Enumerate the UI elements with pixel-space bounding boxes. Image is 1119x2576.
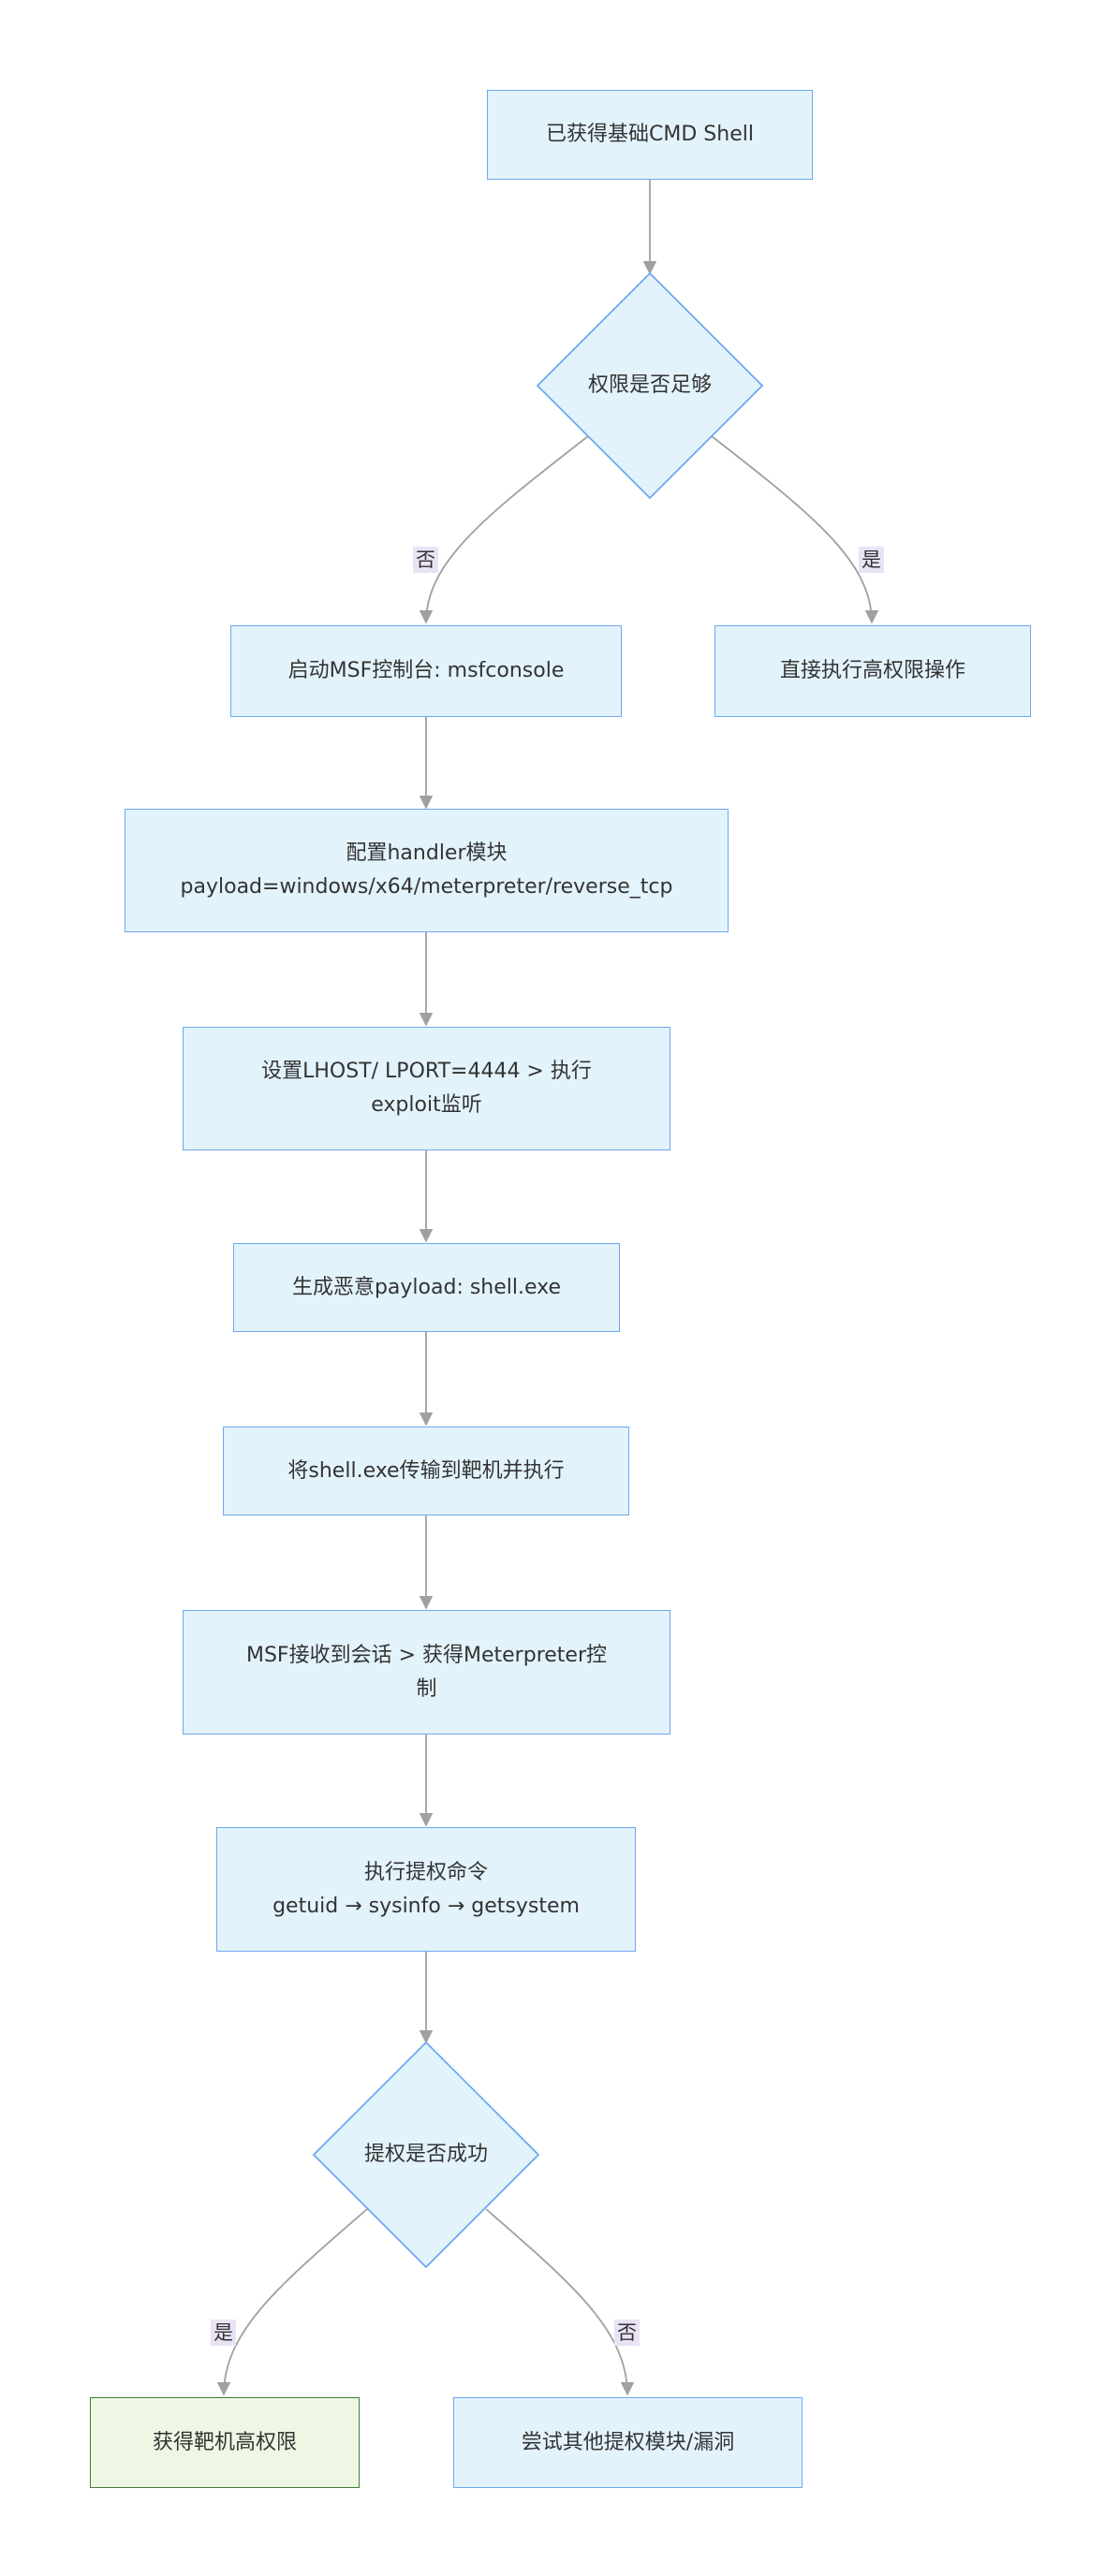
set-lhost-label-line1: 设置LHOST/ LPORT=4444 > 执行 bbox=[261, 1060, 592, 1083]
direct-exec-node: 直接执行高权限操作 bbox=[714, 625, 1031, 717]
transfer-label: 将shell.exe传输到靶机并执行 bbox=[287, 1458, 565, 1483]
privilege-check-diamond bbox=[536, 271, 764, 500]
edge-label-success-yes: 是 bbox=[211, 2320, 236, 2346]
edge-label-success-no: 否 bbox=[614, 2320, 640, 2346]
privilege-check-label: 权限是否足够 bbox=[587, 373, 712, 397]
config-handler-label-line1: 配置handler模块 bbox=[346, 842, 508, 865]
success-label: 获得靶机高权限 bbox=[152, 2430, 297, 2454]
success-node: 获得靶机高权限 bbox=[90, 2397, 360, 2488]
session-label-line1: MSF接收到会话 > 获得Meterpreter控 bbox=[245, 1643, 607, 1667]
edge-check-yes bbox=[711, 435, 879, 624]
start-node-label: 已获得基础CMD Shell bbox=[546, 123, 754, 146]
edge-success-yes bbox=[216, 2208, 368, 2396]
retry-node: 尝试其他提权模块/漏洞 bbox=[453, 2397, 802, 2488]
escalate-label-line2: getuid → sysinfo → getsystem bbox=[272, 1894, 580, 1918]
session-node: MSF接收到会话 > 获得Meterpreter控 制 bbox=[183, 1610, 670, 1734]
retry-label: 尝试其他提权模块/漏洞 bbox=[521, 2430, 735, 2454]
escalate-label-line1: 执行提权命令 bbox=[363, 1860, 488, 1884]
transfer-node: 将shell.exe传输到靶机并执行 bbox=[223, 1427, 629, 1515]
edge-label-privilege-yes: 是 bbox=[859, 547, 884, 573]
direct-exec-label: 直接执行高权限操作 bbox=[779, 659, 965, 682]
gen-payload-node: 生成恶意payload: shell.exe bbox=[233, 1243, 620, 1332]
edge-label-privilege-no: 否 bbox=[413, 547, 438, 573]
start-msf-node: 启动MSF控制台: msfconsole bbox=[230, 625, 622, 717]
edge-success-no bbox=[485, 2208, 635, 2396]
config-handler-label-line2: payload=windows/x64/meterpreter/reverse_… bbox=[180, 875, 673, 899]
session-label-line2: 制 bbox=[416, 1676, 437, 1701]
escalate-node: 执行提权命令 getuid → sysinfo → getsystem bbox=[216, 1827, 636, 1952]
set-lhost-label-line2: exploit监听 bbox=[371, 1093, 482, 1117]
set-lhost-node: 设置LHOST/ LPORT=4444 > 执行 exploit监听 bbox=[183, 1027, 670, 1150]
start-node: 已获得基础CMD Shell bbox=[487, 90, 813, 180]
success-check-label: 提权是否成功 bbox=[363, 2143, 488, 2166]
success-check-diamond bbox=[312, 2041, 540, 2269]
gen-payload-label: 生成恶意payload: shell.exe bbox=[291, 1275, 562, 1299]
start-msf-label: 启动MSF控制台: msfconsole bbox=[287, 659, 565, 682]
edge-check-no bbox=[419, 435, 589, 624]
config-handler-node: 配置handler模块 payload=windows/x64/meterpre… bbox=[125, 809, 729, 932]
